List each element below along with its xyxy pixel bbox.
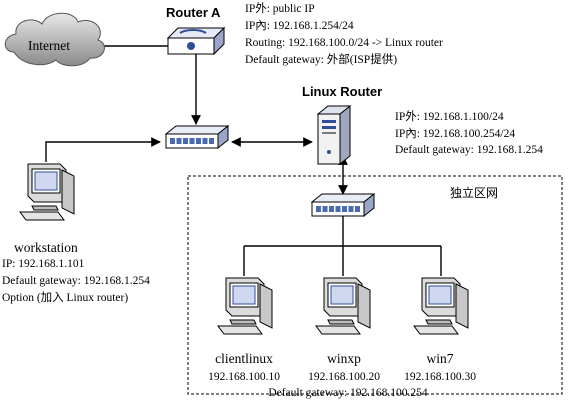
router-a-info-line: IP內: 192.168.1.254/24 bbox=[245, 20, 354, 32]
workstation-info-line: Default gateway: 192.168.1.254 bbox=[2, 275, 150, 287]
workstation-info-line: Option (加入 Linux router) bbox=[2, 292, 129, 304]
router-a-info-line: IP外: public IP bbox=[245, 3, 315, 15]
client-name: winxp bbox=[327, 351, 361, 366]
internet-label: Internet bbox=[28, 38, 70, 53]
private-zone-label: 独立区网 bbox=[450, 186, 499, 200]
linux-router-info-line: IP內: 192.168.100.254/24 bbox=[395, 128, 516, 140]
workstation-info-line: IP: 192.168.1.101 bbox=[2, 258, 85, 270]
private-zone-border bbox=[187, 175, 563, 395]
clients-gateway: Default gateway: 192.168.100.254 bbox=[268, 387, 428, 399]
internet-cloud-icon bbox=[4, 12, 105, 67]
client-name: win7 bbox=[426, 351, 454, 366]
router-a-icon bbox=[166, 26, 226, 56]
client-ip: 192.168.100.10 bbox=[208, 371, 280, 383]
linux-router-icon bbox=[316, 104, 352, 166]
linux-router-title: Linux Router bbox=[302, 84, 383, 99]
clientlinux-pc-icon bbox=[217, 277, 273, 335]
router-a-title: Router A bbox=[166, 5, 221, 20]
client-ip: 192.168.100.30 bbox=[404, 371, 476, 383]
link-workstation-switch bbox=[45, 137, 161, 162]
linux-router-info-line: Default gateway: 192.168.1.254 bbox=[395, 144, 543, 156]
router-a-info-line: Default gateway: 外部(ISP提供) bbox=[245, 54, 398, 66]
workstation-pc-icon bbox=[19, 163, 75, 221]
lan-switch-icon bbox=[311, 193, 375, 217]
main-switch-icon bbox=[165, 125, 229, 149]
workstation-name: workstation bbox=[14, 240, 78, 255]
linux-router-info-line: IP外: 192.168.1.100/24 bbox=[395, 111, 504, 123]
client-name: clientlinux bbox=[215, 351, 273, 366]
win7-pc-icon bbox=[413, 277, 469, 335]
router-a-info-line: Routing: 192.168.100.0/24 -> Linux route… bbox=[245, 37, 443, 49]
winxp-pc-icon bbox=[315, 277, 371, 335]
client-ip: 192.168.100.20 bbox=[308, 371, 380, 383]
